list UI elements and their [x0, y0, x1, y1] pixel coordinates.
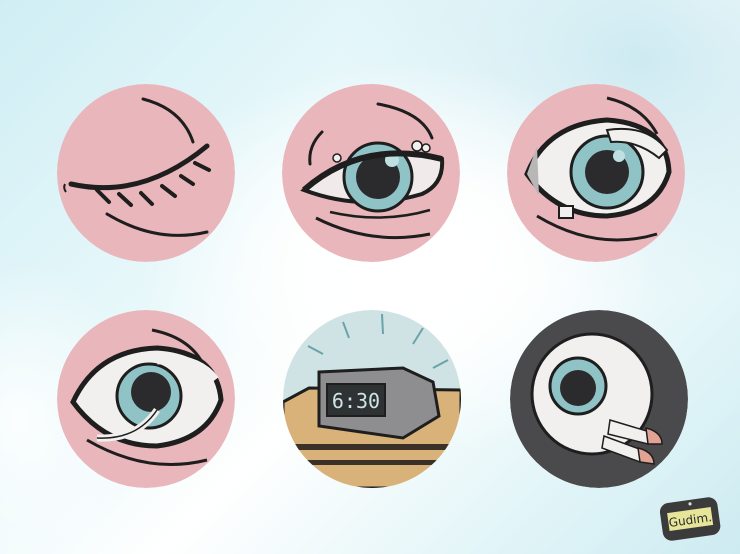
half-open-eye-illustration	[282, 84, 460, 262]
panel-walking-eyeball	[510, 310, 688, 488]
hand-pulling-pupil-illustration	[57, 310, 235, 488]
panel-lid-lifted-eye	[507, 84, 685, 262]
lid-lifted-eye-illustration	[507, 84, 685, 262]
panel-closed-eye	[57, 84, 235, 262]
panel-half-open-eye	[282, 84, 460, 262]
panel-hand-pulling-pupil	[57, 310, 235, 488]
signature-text: Gudim.	[668, 510, 713, 530]
gudim-signature-logo: Gudim.	[656, 492, 724, 544]
alarm-clock-illustration: 6:30	[283, 310, 461, 488]
closed-eye-illustration	[57, 84, 235, 262]
clock-time: 6:30	[332, 389, 380, 413]
walking-eyeball-illustration	[510, 310, 688, 488]
signature-badge-icon: Gudim.	[659, 497, 721, 541]
panel-alarm-clock: 6:30	[283, 310, 461, 488]
